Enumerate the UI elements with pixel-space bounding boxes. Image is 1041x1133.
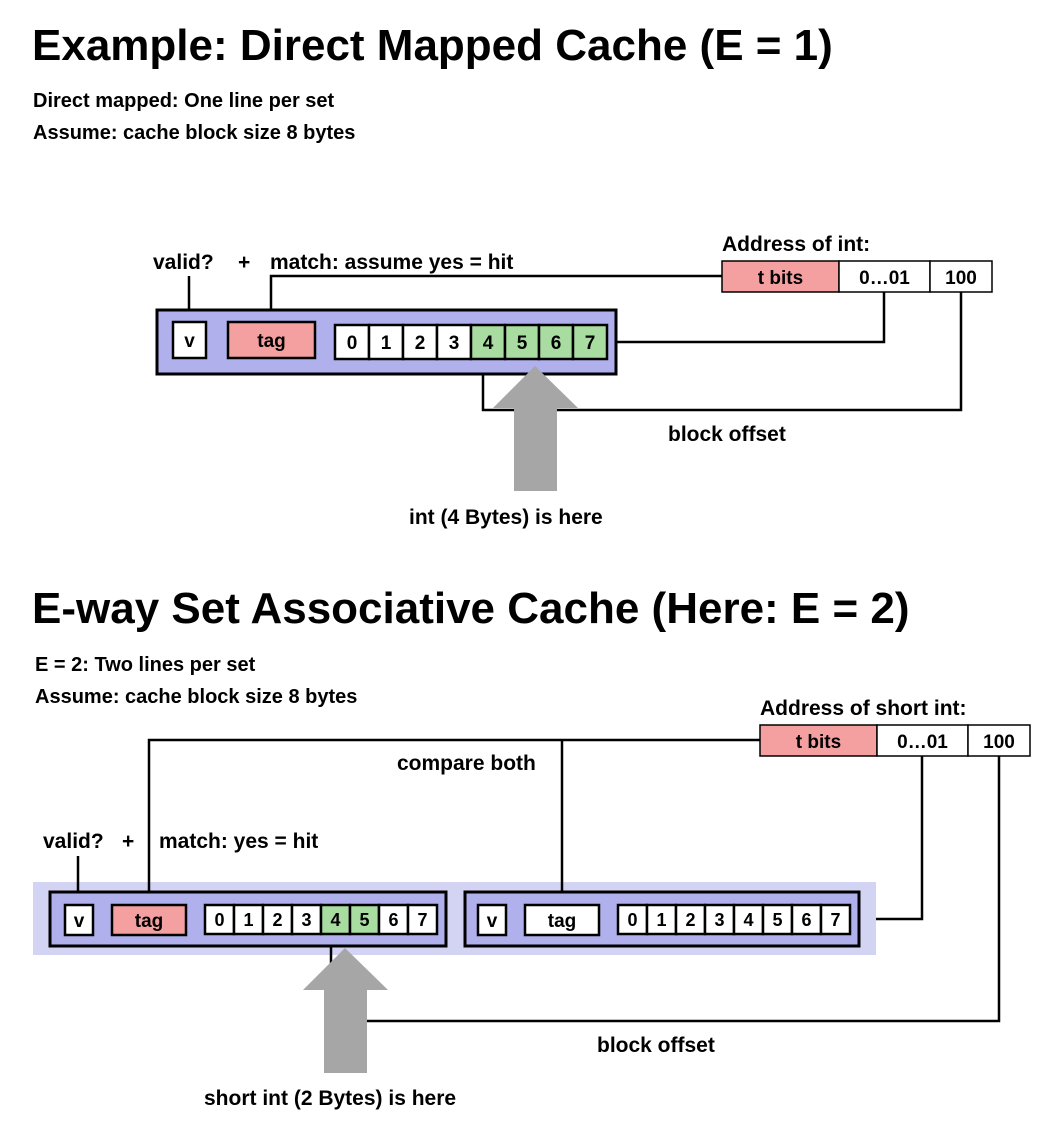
section1-subtitle-1: Direct mapped: One line per set: [33, 90, 335, 112]
plus-sign-2: +: [122, 830, 134, 853]
section2-subtitle-2: Assume: cache block size 8 bytes: [35, 686, 357, 708]
byte-label-1: 1: [381, 333, 392, 354]
address-set-label: 0…01: [859, 268, 910, 289]
block-offset-connector: [481, 292, 963, 412]
line1-valid-label: v: [74, 911, 85, 932]
valid-bit-box: [171, 320, 208, 360]
byte-label-1: 1: [243, 910, 253, 930]
byte-label-2: 2: [272, 910, 282, 930]
address-set-box: [838, 260, 931, 293]
line2-valid-box: [476, 903, 508, 937]
line1-valid-box: [63, 903, 95, 937]
byte-label-2: 2: [685, 910, 695, 930]
direct-mapped-section: Example: Direct Mapped Cache (E = 1) Dir…: [32, 21, 993, 529]
match-label: match: assume yes = hit: [270, 251, 513, 274]
match-label-2: match: yes = hit: [159, 830, 318, 853]
compare-both-label: compare both: [397, 752, 536, 775]
section1-title: Example: Direct Mapped Cache (E = 1): [32, 21, 833, 70]
cache-block-bytes: 0 1 2 3 4 5 6 7: [333, 323, 609, 361]
tag-label: tag: [257, 331, 286, 352]
plus-sign: +: [238, 251, 250, 274]
byte-cell-3: [290, 903, 323, 936]
byte-label-6: 6: [801, 910, 811, 930]
set-index-connector-2: [876, 756, 924, 921]
block-offset-label: block offset: [668, 423, 786, 446]
byte-label-3: 3: [714, 910, 724, 930]
byte-cell-1: [645, 903, 678, 936]
up-arrow-icon-2: [303, 948, 388, 1073]
tag-connector: [269, 274, 722, 322]
byte-label-5: 5: [517, 333, 528, 354]
tag-connector-line1: [147, 738, 760, 907]
line2-valid-label: v: [487, 911, 498, 932]
line1-tag-label: tag: [135, 911, 164, 932]
address-fields: t bits 0…01 100: [721, 260, 993, 293]
byte-label-0: 0: [347, 333, 358, 354]
arrow-caption-2: short int (2 Bytes) is here: [204, 1087, 456, 1110]
address2-tbits-box: [759, 724, 878, 757]
byte-label-5: 5: [772, 910, 782, 930]
byte-label-2: 2: [415, 333, 426, 354]
set-index-connector: [616, 292, 886, 344]
address-title-2: Address of short int:: [760, 697, 967, 720]
arrow-caption: int (4 Bytes) is here: [409, 506, 603, 529]
address-offset-label: 100: [945, 268, 977, 289]
section2-subtitle-1: E = 2: Two lines per set: [35, 654, 256, 676]
byte-label-7: 7: [417, 910, 427, 930]
byte-label-0: 0: [214, 910, 224, 930]
address2-set-label: 0…01: [897, 732, 948, 753]
line2-tag-box: [523, 903, 601, 937]
valid-bit-label: v: [184, 331, 195, 352]
byte-label-6: 6: [388, 910, 398, 930]
address2-offset-label: 100: [983, 732, 1015, 753]
byte-cell-5: [503, 323, 541, 361]
section2-title: E-way Set Associative Cache (Here: E = 2…: [32, 584, 910, 633]
set-associative-section: E-way Set Associative Cache (Here: E = 2…: [32, 584, 1031, 1110]
valid-label: valid?: [153, 251, 214, 274]
byte-label-4: 4: [483, 333, 494, 354]
byte-label-6: 6: [551, 333, 562, 354]
address-title: Address of int:: [722, 233, 870, 256]
address-tbits-label: t bits: [758, 268, 803, 289]
address2-offset-box: [967, 724, 1031, 757]
byte-cell-7: [406, 903, 439, 936]
byte-cell-5: [348, 903, 381, 936]
byte-cell-4: [469, 323, 507, 361]
byte-label-0: 0: [627, 910, 637, 930]
line2-tag-label: tag: [548, 911, 577, 932]
valid-label-2: valid?: [43, 830, 104, 853]
section1-subtitle-2: Assume: cache block size 8 bytes: [33, 122, 355, 144]
byte-cell-7: [819, 903, 852, 936]
address2-tbits-label: t bits: [796, 732, 841, 753]
line1-tag-box: [110, 903, 188, 937]
byte-cell-3: [435, 323, 473, 361]
up-arrow-icon: [493, 366, 578, 491]
byte-cell-1: [367, 323, 405, 361]
byte-label-7: 7: [585, 333, 596, 354]
address2-set-box: [876, 724, 969, 757]
byte-cell-6: [377, 903, 410, 936]
byte-label-5: 5: [359, 910, 369, 930]
byte-label-3: 3: [301, 910, 311, 930]
tag-box: [226, 320, 317, 360]
byte-cell-6: [537, 323, 575, 361]
byte-label-3: 3: [449, 333, 460, 354]
byte-label-4: 4: [743, 910, 753, 930]
byte-label-1: 1: [656, 910, 666, 930]
address-fields-2: t bits 0…01 100: [759, 724, 1031, 757]
byte-label-4: 4: [330, 910, 340, 930]
byte-cell-5: [761, 903, 794, 936]
byte-label-7: 7: [830, 910, 840, 930]
byte-cell-7: [571, 323, 609, 361]
block-offset-label-2: block offset: [597, 1034, 715, 1057]
